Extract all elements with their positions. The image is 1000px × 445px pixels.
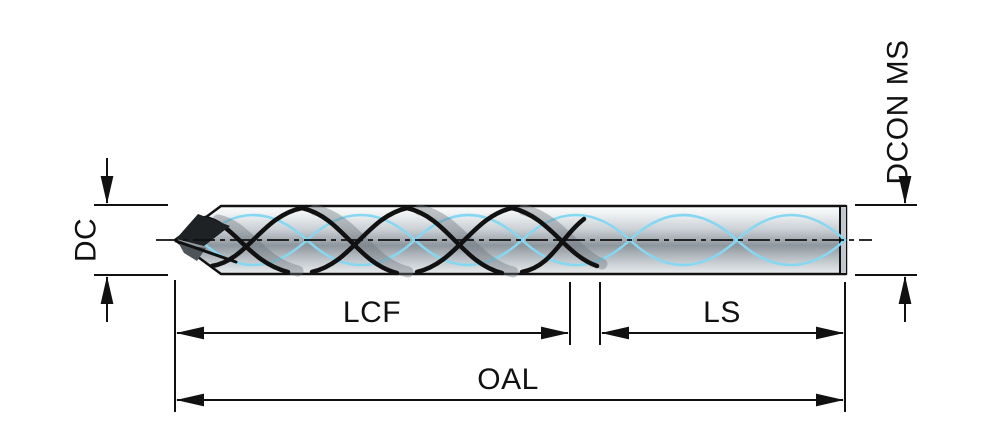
label-ls: LS [703, 296, 741, 329]
label-lcf: LCF [343, 296, 401, 329]
label-dcon-ms: DCON MS [882, 39, 915, 184]
point-facet-dark [176, 214, 230, 246]
drill-point [174, 214, 238, 264]
label-dc: DC [70, 218, 103, 262]
dim-dc [94, 158, 168, 322]
label-oal: OAL [477, 363, 539, 396]
dim-ls [599, 282, 846, 412]
cutting-lip-line [174, 239, 238, 264]
dim-dcon-ms [855, 176, 917, 322]
dim-lcf [174, 280, 571, 412]
